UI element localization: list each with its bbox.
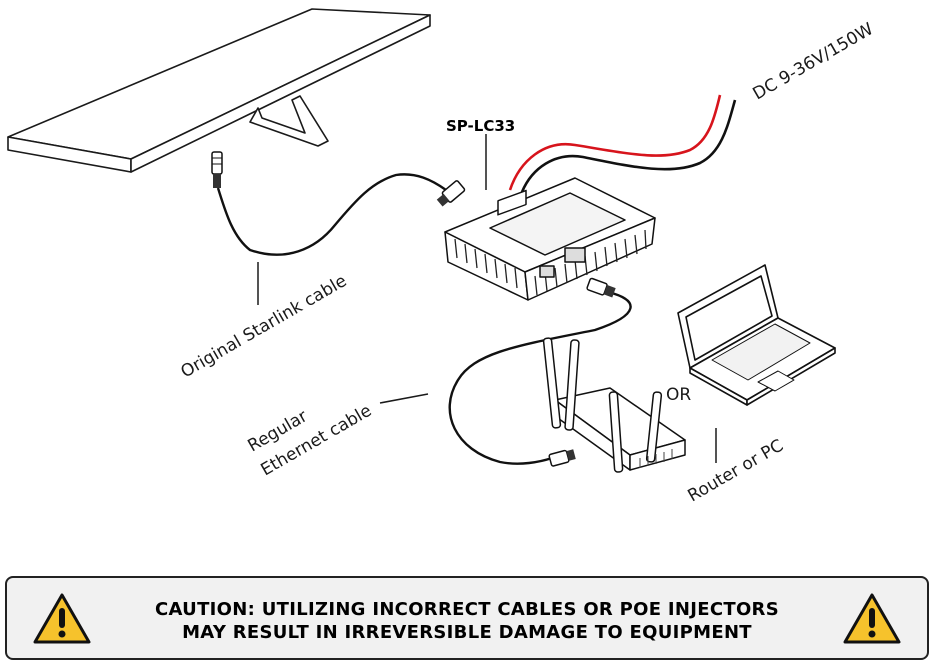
ethernet-connector-device xyxy=(586,277,616,298)
leader-lines xyxy=(257,134,717,463)
caution-banner: CAUTION: UTILIZING INCORRECT CABLES OR P… xyxy=(5,576,929,660)
starlink-connector-top xyxy=(211,151,223,188)
caution-line-2: MAY RESULT IN IRREVERSIBLE DAMAGE TO EQU… xyxy=(182,622,752,643)
starlink-cable-label: Original Starlink cable xyxy=(178,271,351,382)
power-label: DC 9-36V/150W xyxy=(750,19,878,104)
router xyxy=(542,337,686,473)
starlink-dish xyxy=(7,8,431,173)
laptop xyxy=(677,264,836,406)
warning-icon xyxy=(33,593,91,644)
warning-icon xyxy=(843,593,901,644)
starlink-cable xyxy=(211,151,466,256)
sp-lc33-device xyxy=(444,177,656,301)
starlink-connector-device xyxy=(436,180,466,207)
router-or-pc-label: Router or PC xyxy=(685,436,787,507)
ethernet-connector-router xyxy=(548,449,576,467)
model-label: SP-LC33 xyxy=(446,117,515,135)
caution-line-1: CAUTION: UTILIZING INCORRECT CABLES OR P… xyxy=(155,599,779,620)
or-label: OR xyxy=(666,385,691,405)
power-cable xyxy=(508,94,737,193)
ethernet-cable xyxy=(448,277,632,467)
caution-text: CAUTION: UTILIZING INCORRECT CABLES OR P… xyxy=(97,598,837,644)
